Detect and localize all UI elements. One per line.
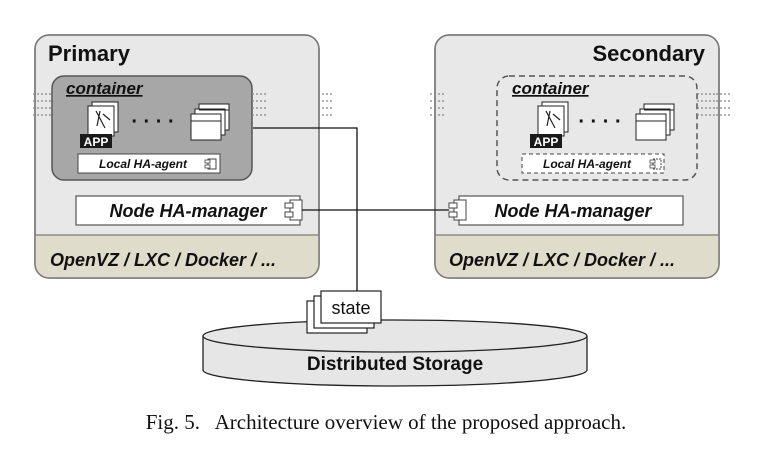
storage-label: Distributed Storage [307, 354, 483, 375]
secondary-container-label: container [512, 79, 590, 98]
primary-platform-band [35, 235, 319, 278]
caption-prefix: Fig. 5. [145, 410, 200, 434]
secondary-container[interactable]: container APP · · · · Local HA-agent [496, 75, 698, 181]
window-stack-icon [190, 103, 230, 141]
primary-dotted-markers [33, 93, 332, 116]
secondary-agent-label: Local HA-agent [543, 157, 632, 171]
component-icon [207, 158, 217, 170]
figure-caption: Fig. 5. Architecture overview of the pro… [0, 410, 772, 435]
ellipsis-dots: · · · · [131, 111, 174, 133]
state-label: state [331, 298, 370, 318]
container-to-state-line [253, 127, 358, 295]
primary-app-label: APP [84, 135, 109, 149]
ellipsis-dots: · · · · [578, 111, 621, 133]
caption-text: Architecture overview of the proposed ap… [214, 410, 627, 434]
distributed-storage[interactable]: Distributed Storage [202, 319, 588, 387]
state-documents[interactable]: state [306, 290, 382, 334]
primary-local-ha-agent[interactable]: Local HA-agent [77, 153, 221, 174]
app-icon: APP [530, 101, 569, 149]
primary-agent-label: Local HA-agent [99, 157, 188, 171]
primary-node: Primary OpenVZ / LXC / Docker / ... cont… [33, 34, 332, 279]
secondary-dotted-markers [430, 93, 730, 116]
secondary-node-ha-manager[interactable]: Node HA-manager [448, 195, 684, 226]
connectors [253, 127, 449, 295]
component-icon [652, 158, 662, 170]
primary-manager-label: Node HA-manager [109, 201, 267, 221]
secondary-platform-label: OpenVZ / LXC / Docker / ... [449, 250, 675, 270]
primary-platform-label: OpenVZ / LXC / Docker / ... [50, 250, 276, 270]
secondary-node: Secondary OpenVZ / LXC / Docker / ... co… [430, 34, 730, 279]
secondary-local-ha-agent[interactable]: Local HA-agent [521, 153, 665, 174]
primary-container[interactable]: container APP · · · · Local [51, 75, 253, 181]
primary-title: Primary [48, 41, 131, 66]
secondary-title: Secondary [593, 41, 706, 66]
secondary-manager-label: Node HA-manager [494, 201, 652, 221]
primary-node-ha-manager[interactable]: Node HA-manager [75, 195, 303, 226]
secondary-app-label: APP [534, 135, 559, 149]
architecture-diagram: Primary OpenVZ / LXC / Docker / ... cont… [33, 34, 730, 387]
primary-container-label: container [66, 79, 144, 98]
window-stack-icon [635, 103, 675, 141]
app-icon: APP [80, 101, 119, 149]
secondary-platform-band [435, 235, 719, 278]
